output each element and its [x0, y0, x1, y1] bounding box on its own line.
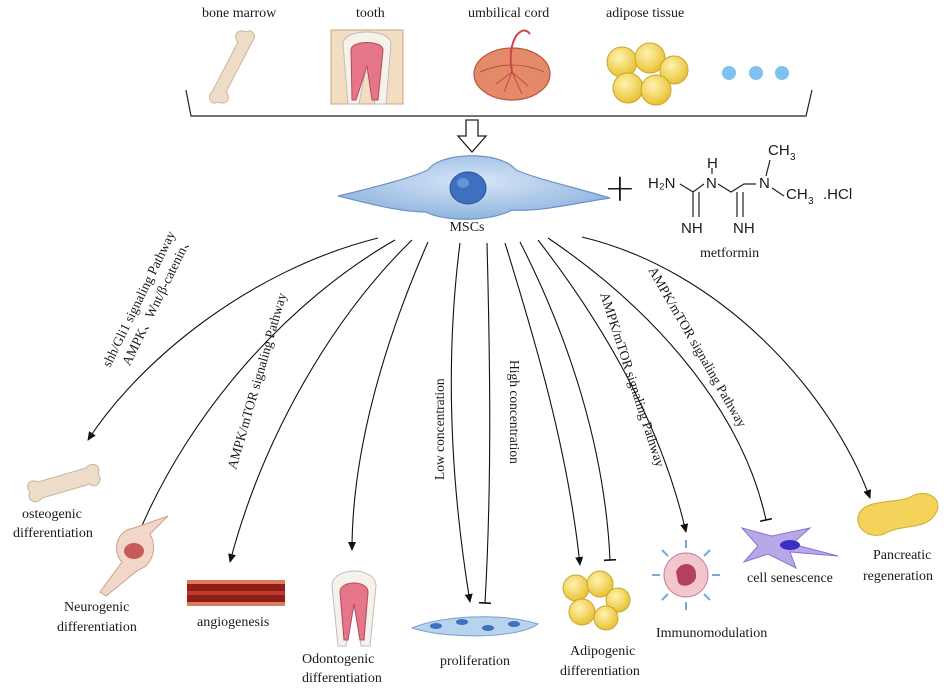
sources-bracket	[185, 89, 813, 117]
bone-marrow-bone-icon	[209, 30, 255, 104]
senescent-cell-icon	[740, 527, 839, 570]
outcome-osteogenic-line1: osteogenic	[22, 507, 82, 522]
odontogenic-tooth-icon	[331, 570, 377, 647]
svg-text:CH: CH	[768, 142, 790, 159]
source-label-bone-marrow: bone marrow	[202, 6, 277, 21]
pancreas-icon	[857, 493, 939, 536]
outcome-neurogenic-line2: differentiation	[57, 620, 137, 635]
svg-text:3: 3	[808, 196, 814, 207]
outcome-immunomodulation: Immunomodulation	[656, 626, 767, 641]
outcome-proliferation: proliferation	[440, 654, 510, 669]
metformin-label: metformin	[700, 246, 759, 261]
inhibit-cell-senescence	[547, 237, 773, 523]
pathway-label-senescence: AMPK/mTOR signaling Pathway	[645, 264, 749, 430]
svg-text:.HCl: .HCl	[823, 186, 852, 203]
arrow-neurogenic	[137, 239, 396, 536]
umbilical-cord-placenta-icon	[473, 29, 551, 101]
adipose-tissue-fat-cells-icon	[606, 42, 689, 106]
svg-text:CH: CH	[786, 186, 808, 203]
svg-text:H: H	[707, 155, 718, 172]
svg-text:NH: NH	[681, 220, 703, 237]
plus-sign: +	[604, 166, 636, 210]
more-sources-ellipsis-icon	[722, 66, 789, 80]
outcome-cell-senescence: cell senescence	[747, 571, 833, 586]
arrow-pancreatic	[581, 236, 871, 499]
immune-cell-icon	[652, 540, 720, 610]
outcome-adipogenic-line2: differentiation	[560, 664, 640, 679]
inhibit-proliferation-high	[478, 242, 492, 605]
tooth-icon	[330, 29, 404, 105]
source-label-adipose-tissue: adipose tissue	[606, 6, 684, 21]
msc-cell-icon	[337, 155, 611, 220]
source-label-umbilical-cord: umbilical cord	[468, 6, 549, 21]
outcome-angiogenesis: angiogenesis	[197, 615, 269, 630]
source-label-tooth: tooth	[356, 6, 385, 21]
pathway-label-low-concentration: Low concentration	[432, 378, 447, 480]
msc-label: MSCs	[449, 220, 484, 235]
pathway-label-angiogenesis: AMPK/mTOR signaling Pathway	[224, 291, 289, 471]
adipogenic-fat-cells-icon	[562, 570, 631, 631]
arrow-angiogenesis	[228, 239, 413, 563]
blood-vessel-icon	[187, 580, 285, 606]
inhibit-adipogenic	[519, 241, 617, 562]
outcome-adipogenic-line1: Adipogenic	[570, 644, 635, 659]
down-arrow-icon	[456, 119, 488, 153]
outcome-odontogenic-line1: Odontogenic	[302, 652, 374, 667]
arrow-odontogenic	[348, 241, 429, 551]
outcome-osteogenic-line2: differentiation	[13, 526, 93, 541]
pathway-label-immunomodulation: AMPK/mTOR signaling Pathway	[597, 290, 668, 469]
osteogenic-bone-icon	[27, 463, 101, 503]
pathway-label-high-concentration: High concentration	[507, 360, 522, 464]
outcome-pancreatic-line1: Pancreatic	[873, 548, 931, 563]
svg-text:N: N	[706, 175, 717, 192]
pathway-label-osteogenic: shh/Gli1 signaling Pathway AMPK、Wnt/β-ca…	[99, 228, 195, 369]
proliferation-cells-icon	[410, 616, 540, 637]
svg-text:3: 3	[790, 152, 796, 163]
arrow-osteogenic	[87, 237, 379, 441]
svg-text:N: N	[759, 175, 770, 192]
neuron-icon	[99, 515, 169, 597]
arrow-proliferation-low	[450, 242, 473, 603]
outcome-odontogenic-line2: differentiation	[302, 671, 382, 684]
outcome-neurogenic-line1: Neurogenic	[64, 600, 129, 615]
svg-text:NH: NH	[733, 220, 755, 237]
svg-text:H₂N: H₂N	[648, 175, 676, 192]
arrow-immunomodulation	[537, 239, 689, 533]
outcome-pancreatic-line2: regeneration	[863, 569, 933, 584]
arrow-adipogenic	[504, 242, 584, 566]
metformin-structure: H₂N H N N NH NH CH 3 CH 3 .HCl	[648, 142, 852, 237]
